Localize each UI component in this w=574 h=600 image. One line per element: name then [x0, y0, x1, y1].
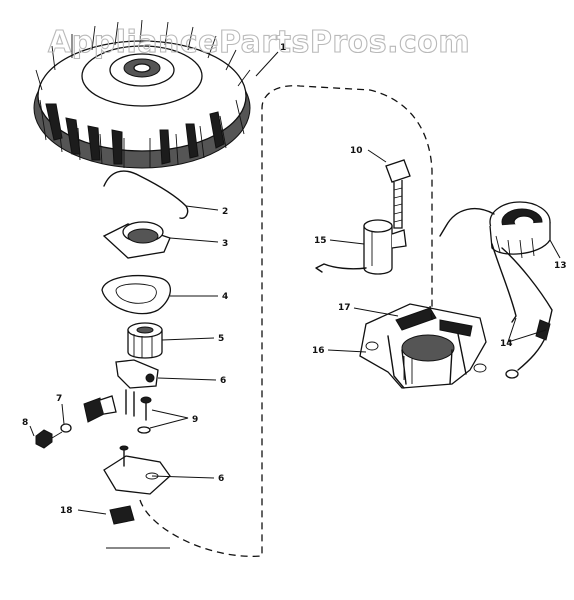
base-plate	[103, 445, 171, 495]
hex-nut	[35, 423, 72, 449]
callout-18: 18	[60, 506, 73, 516]
spring-clip	[103, 170, 189, 219]
callout-4: 4	[222, 292, 228, 302]
callout-labels: 1 2 3 4 5 6 7 8 9 6 18 10 15 17 16 13 14	[22, 43, 567, 516]
breaker-arm	[115, 359, 159, 417]
flywheel	[33, 19, 251, 169]
callout-5: 5	[218, 334, 224, 344]
callout-7: 7	[56, 394, 62, 404]
callout-17: 17	[338, 303, 351, 313]
callout-9: 9	[192, 415, 198, 425]
callout-2: 2	[222, 207, 228, 217]
point-screw-and-washer	[137, 396, 152, 434]
assembly-boundary-dashed	[139, 85, 433, 557]
breaker-cover	[102, 221, 171, 259]
callout-6-upper: 6	[220, 376, 226, 386]
cam-bushing	[127, 322, 163, 359]
flywheel-fin-blades	[45, 103, 225, 165]
condenser	[315, 219, 407, 275]
callout-6-lower: 6	[218, 474, 224, 484]
callout-14: 14	[500, 339, 513, 349]
bracket-dashed-guide	[429, 305, 433, 321]
callout-3: 3	[222, 239, 228, 249]
watermark-text: AppliancePartsPros.com	[48, 25, 470, 60]
callout-13: 13	[554, 261, 567, 271]
callout-1: 1	[280, 43, 286, 53]
callout-8: 8	[22, 418, 28, 428]
leader-lines	[29, 51, 561, 515]
callout-16: 16	[312, 346, 325, 356]
gasket	[101, 275, 171, 315]
breaker-point	[83, 395, 117, 423]
callout-10: 10	[350, 146, 363, 156]
ground-leads	[491, 243, 553, 379]
ignition-coil	[439, 201, 551, 259]
felt-pad	[109, 505, 135, 525]
mounting-bolt	[385, 159, 411, 229]
callout-15: 15	[314, 236, 327, 246]
armature-bracket	[359, 303, 487, 389]
